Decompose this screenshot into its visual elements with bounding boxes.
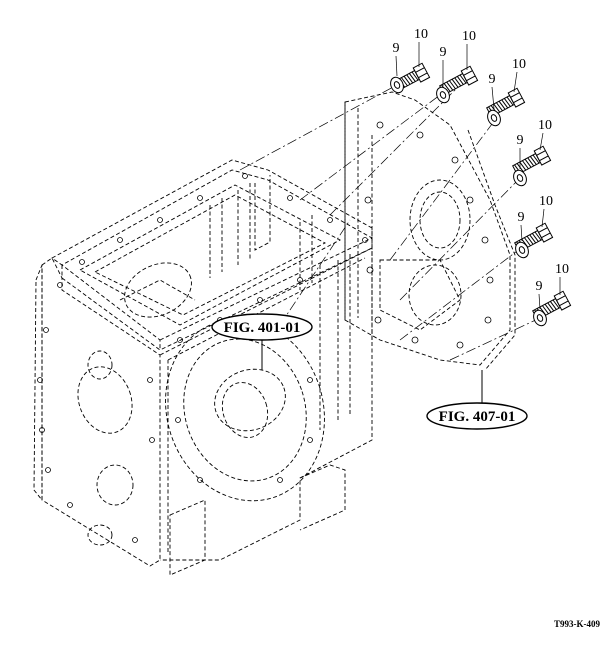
leader-line — [539, 132, 544, 151]
housing-bolt-holes — [37, 173, 368, 543]
bolt-head-edge — [539, 155, 549, 162]
cover-bolt-holes — [364, 121, 494, 349]
bolt-head-edge — [418, 72, 428, 79]
callout-washer-number: 9 — [440, 45, 447, 60]
bolt-thread — [456, 76, 464, 85]
callout-washer-number: 9 — [393, 41, 400, 56]
bolt-thread — [547, 302, 555, 312]
bolt-head-edge — [415, 67, 425, 73]
bolt-head — [507, 87, 526, 108]
bolt-thread — [552, 299, 560, 309]
fig-ref-407[interactable]: FIG. 407-01 — [426, 370, 528, 430]
washer-hole — [536, 314, 544, 322]
bolt-thread — [408, 73, 416, 82]
bolt-thread — [403, 75, 411, 85]
leader-line — [491, 86, 495, 110]
bolt-thread — [544, 303, 552, 313]
bolt-thread — [449, 80, 456, 90]
washer-hole — [393, 81, 401, 89]
bolt-head-edge — [510, 92, 520, 98]
bolt-head-edge — [541, 232, 551, 239]
leader-line — [538, 293, 541, 310]
bolt-thread — [406, 74, 414, 84]
washer[interactable] — [485, 108, 503, 128]
washer[interactable] — [388, 75, 406, 95]
washer[interactable] — [434, 85, 452, 105]
bolt-thread — [519, 161, 527, 171]
bolt-thread — [522, 160, 529, 170]
bolt-thread — [451, 78, 459, 88]
bolt-head-edge — [466, 75, 476, 82]
bolt-thread — [542, 305, 549, 315]
rear-cover-plate — [344, 91, 516, 371]
bolt-thread — [498, 100, 506, 110]
bolt-head-edge — [538, 227, 548, 233]
bolt-thread — [527, 157, 535, 167]
callout-bolt-number: 10 — [538, 118, 552, 133]
bolt-head-edge — [556, 295, 566, 301]
bolt-thread — [534, 231, 542, 241]
washer-hole — [490, 114, 498, 122]
callout-washer-number: 9 — [489, 72, 496, 87]
callout-bolt-number: 10 — [414, 27, 428, 42]
bolt-thread — [496, 102, 503, 112]
leader-line — [520, 224, 523, 242]
bolt-thread — [532, 154, 540, 164]
callout-bolt-number: 10 — [462, 29, 476, 44]
drawing-code: T993-K-409 — [554, 619, 600, 629]
fig-ref-401-label: FIG. 401-01 — [224, 320, 301, 336]
bolt-thread — [503, 98, 511, 107]
hex-bolt[interactable] — [511, 145, 552, 177]
washer[interactable] — [511, 168, 529, 188]
bolt-head-edge — [463, 70, 473, 76]
washer[interactable] — [513, 240, 531, 260]
bolt-head — [553, 290, 572, 311]
fig-ref-401[interactable]: FIG. 401-01 — [211, 313, 313, 370]
washer-hole — [439, 91, 447, 99]
callout-washer-number: 9 — [536, 279, 543, 294]
washer-hole — [518, 246, 526, 254]
callout-washer-number: 9 — [517, 133, 524, 148]
bolt-head — [535, 222, 554, 243]
bolt-thread — [459, 74, 467, 84]
transmission-housing — [33, 159, 373, 576]
bolt-thread — [401, 77, 408, 87]
callout-bolt-number: 10 — [512, 57, 526, 72]
bolt-thread — [529, 156, 537, 165]
bolt-thread — [446, 81, 454, 91]
washer[interactable] — [531, 308, 549, 328]
bolt-thread — [549, 301, 557, 310]
bolt-thread — [443, 83, 451, 92]
callout-bolt-number: 10 — [539, 194, 553, 209]
bolt-thread — [524, 237, 531, 247]
bolt-thread — [524, 158, 532, 168]
bolt-thread — [501, 99, 509, 109]
leader-line — [395, 55, 398, 77]
bolt-thread — [529, 234, 537, 244]
bolt-head — [460, 65, 479, 86]
bolt-head-edge — [513, 97, 523, 104]
bolt-head — [412, 62, 431, 83]
washer-hole — [516, 174, 524, 182]
fig-ref-407-label: FIG. 407-01 — [439, 409, 516, 425]
bolt-thread — [493, 103, 501, 113]
bolt-thread — [411, 71, 419, 81]
callout-washer-number: 9 — [518, 210, 525, 225]
bolt-thread — [506, 96, 514, 106]
bolt-head — [533, 145, 552, 166]
callout-labels: 10 9 10 9 10 9 10 9 10 9 10 9 — [393, 27, 570, 294]
fastener-group — [388, 42, 572, 328]
bolt-head-edge — [536, 150, 546, 156]
bolt-thread — [454, 77, 462, 87]
alignment-lines — [239, 79, 541, 361]
callout-bolt-number: 10 — [555, 262, 569, 277]
bolt-thread — [531, 233, 539, 242]
leader-line — [541, 208, 545, 228]
bolt-thread — [526, 235, 534, 245]
bolt-head-edge — [559, 300, 569, 307]
leader-line — [513, 71, 518, 93]
